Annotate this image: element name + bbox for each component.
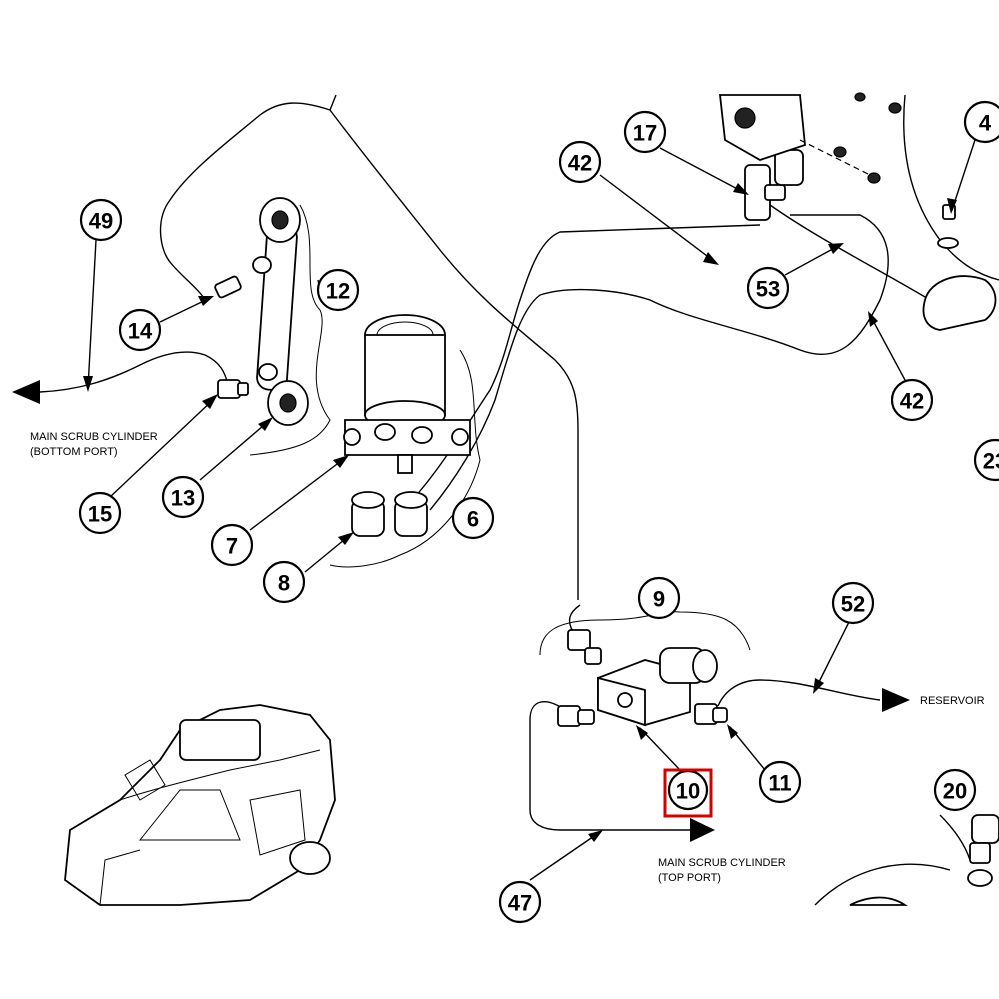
leader-lines xyxy=(83,94,976,881)
callout-42-upper-label: 42 xyxy=(568,151,592,176)
fittings-20 xyxy=(849,814,999,906)
fitting-14 xyxy=(214,275,242,299)
callout-52-label: 52 xyxy=(841,592,865,617)
note-top-port-line1: MAIN SCRUB CYLINDER xyxy=(658,857,786,869)
callout-15-label: 15 xyxy=(88,502,112,527)
callout-13-label: 13 xyxy=(171,486,195,511)
note-top-port: MAIN SCRUB CYLINDER (TOP PORT) xyxy=(658,857,786,884)
note-reservoir: RESERVOIR xyxy=(920,695,985,707)
link-arm xyxy=(252,197,309,426)
hose-49 xyxy=(39,351,229,393)
upper-manifold xyxy=(718,92,902,184)
fittings-8 xyxy=(351,491,428,537)
callout-17: 17 xyxy=(623,110,667,154)
callout-17-label: 17 xyxy=(633,121,657,146)
callout-49: 49 xyxy=(79,198,123,242)
hose-upper-loop xyxy=(159,102,331,301)
hose-reservoir xyxy=(717,679,881,707)
callout-14: 14 xyxy=(118,308,162,352)
callout-53: 53 xyxy=(746,266,790,310)
callout-8-label: 8 xyxy=(278,571,290,596)
callout-4-label: 4 xyxy=(979,111,992,136)
note-bottom-port-line1: MAIN SCRUB CYLINDER xyxy=(30,431,158,443)
arrow-bottom-port xyxy=(12,380,40,404)
callout-13: 13 xyxy=(161,475,205,519)
note-top-port-line2: (TOP PORT) xyxy=(658,872,721,884)
note-bottom-port-line2: (BOTTOM PORT) xyxy=(30,446,118,458)
callout-20: 20 xyxy=(933,768,977,812)
callout-7-label: 7 xyxy=(226,534,238,559)
callout-14-label: 14 xyxy=(128,319,153,344)
callout-12-label: 12 xyxy=(326,279,350,304)
callout-6: 6 xyxy=(451,496,495,540)
hydraulic-motor xyxy=(343,314,471,474)
fitting-15 xyxy=(217,379,249,399)
hose-right-top xyxy=(903,94,999,281)
callout-20-label: 20 xyxy=(943,779,967,804)
callout-11: 11 xyxy=(758,760,802,804)
callout-10-highlight-box xyxy=(663,768,713,818)
note-bottom-port: MAIN SCRUB CYLINDER (BOTTOM PORT) xyxy=(30,431,158,458)
callout-10-label: 10 xyxy=(676,779,700,804)
callout-15: 15 xyxy=(78,491,122,535)
callout-9-label: 9 xyxy=(653,587,665,612)
callout-8: 8 xyxy=(262,560,306,604)
callout-23: 23 xyxy=(973,438,999,482)
valve-block xyxy=(597,647,718,727)
hose-20 xyxy=(939,814,971,861)
hose-42-upper xyxy=(411,224,761,501)
callout-7: 7 xyxy=(210,523,254,567)
fittings-valve xyxy=(557,629,728,727)
callout-53-label: 53 xyxy=(756,277,780,302)
callout-10: 10 xyxy=(663,768,713,818)
hose-bottom-right xyxy=(814,863,951,906)
callout-42-upper: 42 xyxy=(558,140,602,184)
callout-49-label: 49 xyxy=(89,209,113,234)
callout-23-label: 23 xyxy=(983,449,999,474)
arrow-top-port xyxy=(690,818,715,842)
callout-42-lower-label: 42 xyxy=(900,389,924,414)
callout-9: 9 xyxy=(637,576,681,620)
bracket-12 xyxy=(249,204,331,456)
hose-main-diagonal xyxy=(329,109,579,600)
tee-fitting-17 xyxy=(744,149,804,221)
hose-lines xyxy=(12,94,999,906)
hose-53 xyxy=(769,204,931,301)
callout-4: 4 xyxy=(963,100,999,144)
callout-47: 47 xyxy=(498,880,542,924)
callout-12: 12 xyxy=(316,268,360,312)
machine-illustration xyxy=(64,704,336,906)
hose-47 xyxy=(529,701,690,831)
callout-6-label: 6 xyxy=(467,507,479,532)
bolt-clamp-4 xyxy=(922,204,997,331)
hose-42-second xyxy=(429,214,889,511)
arrow-reservoir xyxy=(882,688,910,712)
callout-52: 52 xyxy=(831,581,875,625)
callout-42-lower: 42 xyxy=(890,378,934,422)
parts xyxy=(64,92,999,906)
callout-11-label: 11 xyxy=(768,771,791,796)
callout-47-label: 47 xyxy=(508,891,532,916)
